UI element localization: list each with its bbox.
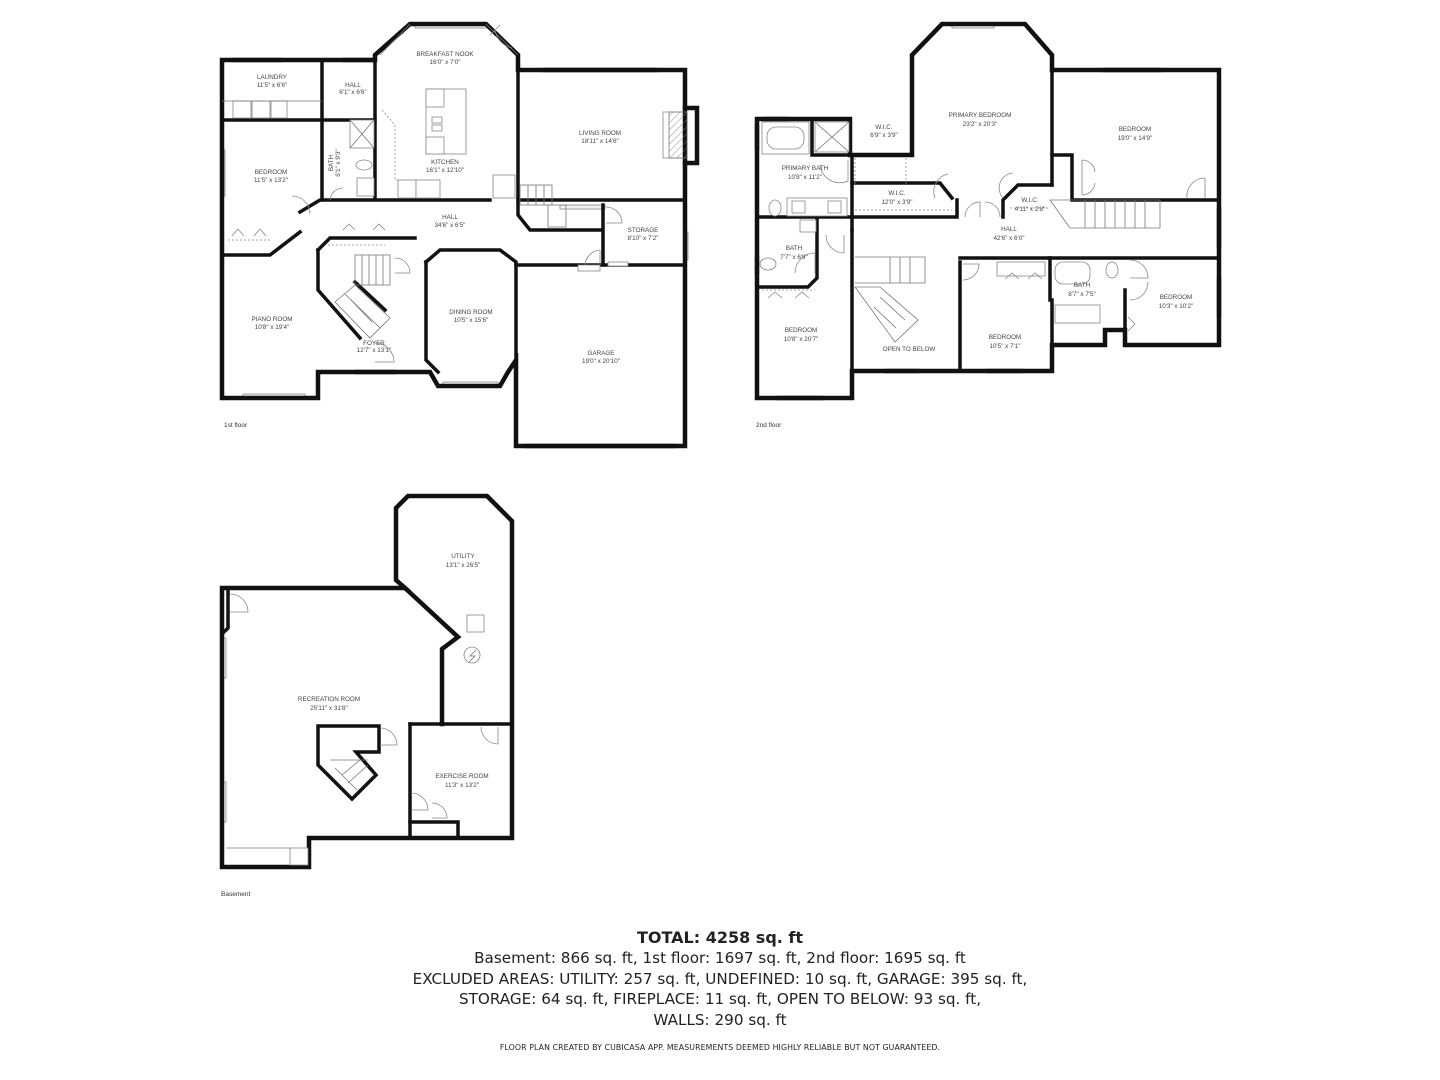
room-label-bedroom: BEDROOM xyxy=(255,169,288,176)
room-dim-wic-2: 12'0" x 3'9" xyxy=(881,199,912,206)
room-dim-kitchen: 16'1" x 12'10" xyxy=(426,167,464,174)
walls-area: WALLS: 290 sq. ft xyxy=(653,1010,787,1029)
room-label-laundry: LAUNDRY xyxy=(257,74,288,81)
room-label-bedroom-ne: BEDROOM xyxy=(1119,126,1152,133)
room-label-wic-1: W.I.C. xyxy=(875,124,892,131)
room-dim-breakfast-nook: 16'0" x 7'0" xyxy=(429,59,460,66)
room-dim-primary-bedroom: 23'2" x 20'3" xyxy=(963,121,998,128)
room-label-garage: GARAGE xyxy=(588,350,615,357)
room-dim-bedroom-w: 10'8" x 20'7" xyxy=(784,336,819,343)
room-dim-bath-e: 8'7" x 7'5" xyxy=(1068,291,1096,298)
second-floor-plan: PRIMARY BEDROOM 23'2" x 20'3" W.I.C. 6'9… xyxy=(754,21,1222,429)
first-floor-plan: LAUNDRY 11'5" x 6'6" HALL 6'1" x 6'6" BR… xyxy=(219,21,700,449)
room-label-open-to-below: OPEN TO BELOW xyxy=(883,346,936,353)
room-dim-living-room: 18'11" x 14'6" xyxy=(581,138,619,145)
room-dim-hall-2f: 42'6" x 6'0" xyxy=(993,235,1024,242)
room-dim-utility: 13'1" x 26'5" xyxy=(446,562,481,569)
room-dim-bedroom-c: 10'5" x 7'1" xyxy=(989,343,1020,350)
room-label-bath-e: BATH xyxy=(1074,282,1091,289)
room-dim-primary-bath: 10'8" x 11'2" xyxy=(788,174,822,181)
floor-areas: Basement: 866 sq. ft, 1st floor: 1697 sq… xyxy=(474,949,966,967)
room-label-hall-2f: HALL xyxy=(1001,226,1017,233)
room-dim-dining-room: 10'5" x 15'6" xyxy=(454,317,489,324)
room-label-foyer: FOYER xyxy=(363,340,385,347)
room-dim-wic-3: 4'11" x 2'8" xyxy=(1015,206,1046,213)
room-dim-garage: 19'0" x 20'10" xyxy=(582,358,620,365)
room-label-utility: UTILITY xyxy=(451,553,475,560)
floor-label-second: 2nd floor xyxy=(756,422,782,429)
area-summary: TOTAL: 4258 sq. ft Basement: 866 sq. ft,… xyxy=(0,927,1440,1052)
room-dim-bath: 6'1" x 9'3" xyxy=(335,149,342,177)
total-area: TOTAL: 4258 sq. ft xyxy=(636,928,804,947)
room-label-primary-bedroom: PRIMARY BEDROOM xyxy=(949,112,1012,119)
room-dim-exercise-room: 11'3" x 13'2" xyxy=(445,782,479,789)
room-label-exercise-room: EXERCISE ROOM xyxy=(435,773,488,780)
room-dim-bedroom-ne: 19'0" x 14'9" xyxy=(1118,135,1153,142)
room-label-bedroom-e: BEDROOM xyxy=(1160,294,1193,301)
room-dim-storage: 8'10" x 7'2" xyxy=(627,235,658,242)
floor-label-first: 1st floor xyxy=(224,422,248,429)
room-dim-hall: 34'6" x 6'5" xyxy=(434,222,465,229)
disclaimer: FLOOR PLAN CREATED BY CUBICASA APP. MEAS… xyxy=(499,1043,941,1053)
room-label-breakfast-nook: BREAKFAST NOOK xyxy=(416,51,474,58)
room-dim-bedroom: 11'5" x 13'2" xyxy=(254,177,288,184)
room-label-bath-w: BATH xyxy=(786,245,803,252)
room-dim-bedroom-e: 10'3" x 10'2" xyxy=(1159,303,1194,310)
room-dim-foyer: 12'7" x 13'1" xyxy=(357,347,392,354)
room-label-dining-room: DINING ROOM xyxy=(449,309,492,316)
room-label-bedroom-w: BEDROOM xyxy=(785,327,818,334)
room-dim-hall-small: 6'1" x 6'6" xyxy=(339,89,367,96)
room-label-bedroom-c: BEDROOM xyxy=(989,334,1022,341)
room-label-kitchen: KITCHEN xyxy=(431,159,459,166)
room-dim-wic-1: 6'9" x 3'9" xyxy=(870,132,898,139)
room-label-storage: STORAGE xyxy=(628,227,659,234)
excluded-areas-line-2: STORAGE: 64 sq. ft, FIREPLACE: 11 sq. ft… xyxy=(458,990,982,1009)
room-label-hall: HALL xyxy=(442,214,458,221)
room-dim-laundry: 11'5" x 6'6" xyxy=(257,82,288,89)
room-dim-piano-room: 10'8" x 19'4" xyxy=(255,324,290,331)
excluded-areas-line-1: EXCLUDED AREAS: UTILITY: 257 sq. ft, UND… xyxy=(412,969,1028,988)
room-dim-bath-w: 7'7" x 6'9" xyxy=(780,254,808,261)
room-label-wic-3: W.I.C. xyxy=(1021,197,1038,204)
room-label-primary-bath: PRIMARY BATH xyxy=(782,165,829,172)
room-label-piano-room: PIANO ROOM xyxy=(252,316,293,323)
room-dim-recreation-room: 25'11" x 31'8" xyxy=(310,705,348,712)
room-label-wic-2: W.I.C. xyxy=(888,190,905,197)
room-label-recreation-room: RECREATION ROOM xyxy=(298,696,360,703)
basement-plan: UTILITY 13'1" x 26'5" RECREATION ROOM 25… xyxy=(219,493,515,898)
room-label-hall-small: HALL xyxy=(345,82,361,89)
room-label-living-room: LIVING ROOM xyxy=(579,130,621,137)
room-label-bath: BATH xyxy=(328,154,335,171)
floor-label-basement: Basement xyxy=(221,891,250,898)
